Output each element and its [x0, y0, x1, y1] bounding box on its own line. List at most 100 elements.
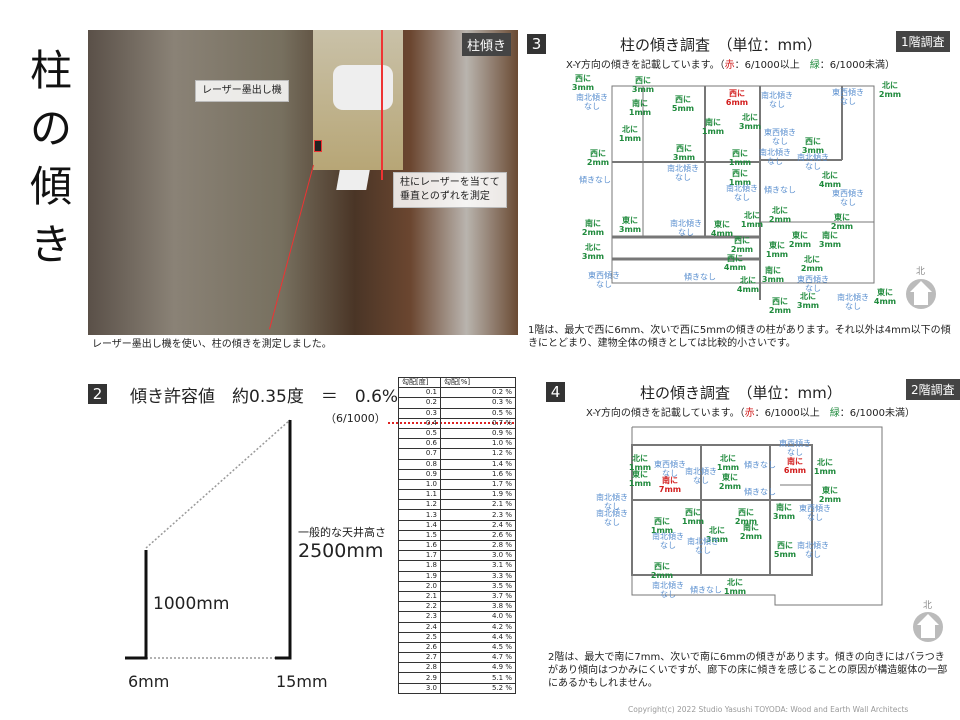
tilt-annotation: 北に 1mm — [723, 578, 747, 596]
tilt-annotation: 南北傾き なし — [667, 164, 699, 182]
tilt-annotation: 南北傾き なし — [761, 91, 793, 109]
tilt-annotation: 南北傾き なし — [596, 493, 628, 511]
tilt-annotation: 南北傾き なし — [797, 541, 829, 559]
tilt-annotation: 西に 2mm — [650, 562, 674, 580]
left-offset: 6mm — [128, 672, 170, 691]
tilt-annotation: 東に 1mm — [765, 241, 789, 259]
floor1-badge: 1階調査 — [896, 31, 950, 52]
tilt-annotation: 南に 6mm — [783, 457, 807, 475]
green-text: ：6/1000未満） — [839, 408, 915, 419]
tilt-annotation: 北に 2mm — [768, 206, 792, 224]
tilt-annotation: 傾きなし — [684, 272, 716, 282]
page-title-text: 柱の傾き — [29, 46, 72, 269]
subtitle-prefix: X-Y方向の傾きを記載しています。（ — [566, 60, 725, 71]
panel3-title: 柱の傾き調査 （単位：mm） — [620, 36, 822, 54]
panel4-subtitle: X-Y方向の傾きを記載しています。（赤：6/1000以上 緑：6/1000未満） — [586, 404, 915, 419]
ceiling-value: 2500mm — [298, 540, 384, 562]
panel-number-3: 3 — [527, 34, 546, 54]
tilt-annotation: 南北傾き なし — [685, 467, 717, 485]
page-title: 柱の傾き — [26, 42, 76, 274]
tilt-annotation: 東に 4mm — [873, 288, 897, 306]
panel4-title: 柱の傾き調査 （単位：mm） — [640, 384, 842, 402]
red-text: ：6/1000以上 — [734, 60, 810, 71]
tilt-annotation: 西に 2mm — [734, 508, 758, 526]
right-offset: 15mm — [276, 672, 328, 691]
tilt-annotation: 南北傾き なし — [670, 219, 702, 237]
green-text: ：6/1000未満） — [819, 60, 895, 71]
tilt-annotation: 南北傾き なし — [596, 509, 628, 527]
tilt-annotation: 傾きなし — [744, 487, 776, 497]
tilt-annotation: 北に 1mm — [740, 211, 764, 229]
tilt-annotation: 傾きなし — [690, 585, 722, 595]
tilt-annotation: 北に 3mm — [705, 526, 729, 544]
tilt-annotation: 東に 2mm — [830, 213, 854, 231]
tilt-annotation: 東西傾き なし — [797, 275, 829, 293]
tilt-annotation: 北に 4mm — [818, 171, 842, 189]
tilt-annotation: 東西傾き なし — [832, 189, 864, 207]
tilt-annotation: 北に 2mm — [878, 81, 902, 99]
floor1-plan — [611, 85, 875, 300]
red-text: ：6/1000以上 — [754, 408, 830, 419]
tolerance-ratio: （6/1000） — [325, 412, 386, 425]
tilt-annotation: 南に 7mm — [658, 476, 682, 494]
tilt-annotation: 東に 2mm — [788, 231, 812, 249]
tilt-annotation: 西に 2mm — [586, 149, 610, 167]
callout-measurement: 柱にレーザーを当てて 垂直とのずれを測定 — [393, 172, 507, 208]
panel-number-2: 2 — [88, 384, 107, 404]
tilt-annotation: 西に 1mm — [728, 169, 752, 187]
copyright: Copyright(c) 2022 Studio Yasushi TOYODA:… — [628, 705, 909, 714]
panel-number-4: 4 — [546, 382, 565, 402]
tilt-annotation: 北に 1mm — [618, 125, 642, 143]
tilt-annotation: 西に 6mm — [725, 89, 749, 107]
green-key: 緑 — [809, 60, 820, 71]
tilt-annotation: 東に 2mm — [718, 473, 742, 491]
tilt-annotation: 南に 3mm — [761, 266, 785, 284]
tilt-annotation: 南に 2mm — [581, 219, 605, 237]
tilt-annotation: 東西傾き なし — [764, 128, 796, 146]
tilt-annotation: 東西傾き なし — [654, 460, 686, 478]
tilt-annotation: 北に 1mm — [813, 458, 837, 476]
red-key: 赤 — [744, 408, 755, 419]
tilt-annotation: 南に 3mm — [818, 231, 842, 249]
tilt-annotation: 西に 3mm — [801, 137, 825, 155]
laser-vertical-line — [381, 30, 383, 180]
tilt-annotation: 西に 4mm — [723, 254, 747, 272]
tilt-annotation: 南に 3mm — [772, 503, 796, 521]
tilt-annotation: 北に 2mm — [800, 255, 824, 273]
north-compass-1 — [906, 279, 936, 309]
tilt-annotation: 傾きなし — [764, 185, 796, 195]
tilt-annotation: 北に 1mm — [716, 454, 740, 472]
tilt-annotation: 東西傾き なし — [588, 271, 620, 289]
tilt-annotation: 西に 3mm — [631, 76, 655, 94]
short-column — [125, 550, 148, 660]
laser-device — [314, 140, 322, 152]
tilt-annotation: 東西傾き なし — [779, 439, 811, 457]
panel4-caption: 2階は、最大で南に7mm、次いで南に6mmの傾きがあります。傾きの向きにはバラつ… — [548, 652, 948, 689]
tilt-annotation: 東西傾き なし — [799, 504, 831, 522]
tilt-annotation: 傾きなし — [579, 175, 611, 185]
tilt-annotation: 南北傾き なし — [687, 537, 719, 555]
tilt-annotation: 南北傾き なし — [759, 148, 791, 166]
tilt-annotation: 北に 1mm — [628, 454, 652, 472]
floor2-badge: 2階調査 — [906, 379, 960, 400]
tilt-annotation: 西に 2mm — [768, 297, 792, 315]
floor2-plan — [631, 426, 883, 606]
tilt-annotation: 南に 1mm — [701, 118, 725, 136]
tilt-annotation: 西に 1mm — [728, 149, 752, 167]
tilt-annotation: 東西傾き なし — [832, 88, 864, 106]
slope-line — [145, 419, 291, 549]
tilt-annotation: 西に 3mm — [672, 144, 696, 162]
tilt-annotation: 西に 1mm — [681, 508, 705, 526]
tilt-annotation: 南北傾き なし — [652, 532, 684, 550]
tolerance-title: 傾き許容値 約0.35度 ＝ 0.6% — [130, 387, 399, 407]
tall-column — [275, 420, 292, 660]
percent-cell: 5.2 % — [440, 682, 516, 694]
tilt-annotation: 東に 2mm — [818, 486, 842, 504]
panel3-subtitle: X-Y方向の傾きを記載しています。（赤：6/1000以上 緑：6/1000未満） — [566, 56, 895, 71]
futon — [333, 65, 393, 110]
tilt-annotation: 東に 4mm — [710, 220, 734, 238]
green-key: 緑 — [829, 408, 840, 419]
